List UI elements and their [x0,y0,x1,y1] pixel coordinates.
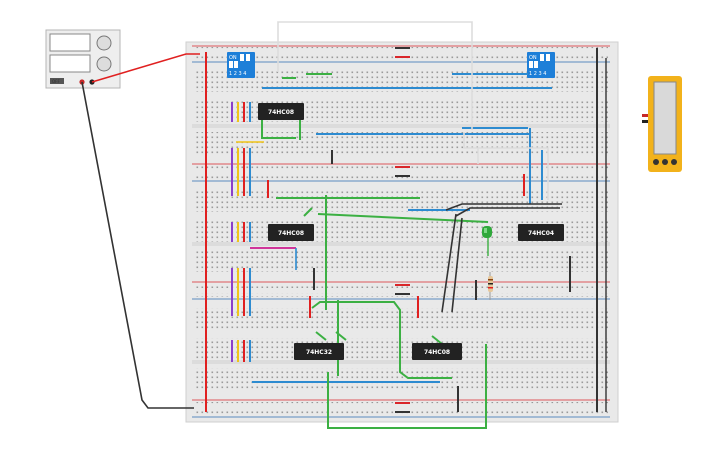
multimeter[interactable] [642,76,682,172]
ic-74hc08-bottom-right[interactable]: 74HC08 [412,343,462,360]
dip-switch-right-numbers: 1 2 3 4 [529,71,547,77]
white-wires[interactable] [277,21,549,200]
power-wires[interactable] [205,48,607,412]
ic-74hc08-bottom-right-label: 74HC08 [424,349,450,356]
rail-bridges [395,47,410,413]
ic-74hc08-mid-left[interactable]: 74HC08 [268,224,314,241]
dip-switch-left[interactable]: ON 1 2 3 4 [227,52,255,78]
ic-74hc32-bottom-left[interactable]: 74HC32 [294,343,344,360]
ic-74hc08-mid-left-label: 74HC08 [278,230,304,237]
dip-switch-left-numbers: 1 2 3 4 [229,71,247,77]
green-led[interactable] [482,226,492,238]
ic-74hc08-top-label: 74HC08 [268,109,294,116]
resistor[interactable] [488,272,493,300]
dip-switch-left-on: ON [229,55,237,61]
power-switch-button[interactable] [50,78,64,84]
ground-wires[interactable] [313,150,571,412]
ic-74hc32-bottom-left-label: 74HC32 [306,349,332,356]
probe-black[interactable] [642,120,648,123]
dip-switch-right[interactable]: ON 1 2 3 4 [527,52,555,78]
dip-switch-right-on: ON [529,55,537,61]
supply-wires[interactable] [81,53,200,409]
input-wires[interactable] [231,102,296,362]
power-supply[interactable]: OFF [45,29,121,89]
power-switch-label: OFF [52,79,60,84]
ic-74hc04-mid-right-label: 74HC04 [528,230,554,237]
ic-74hc04-mid-right[interactable]: 74HC04 [518,224,564,241]
blue-wires[interactable] [252,73,552,383]
ic-74hc08-top[interactable]: 74HC08 [258,103,304,120]
probe-red[interactable] [642,114,648,117]
red-jumpers[interactable] [267,174,525,318]
